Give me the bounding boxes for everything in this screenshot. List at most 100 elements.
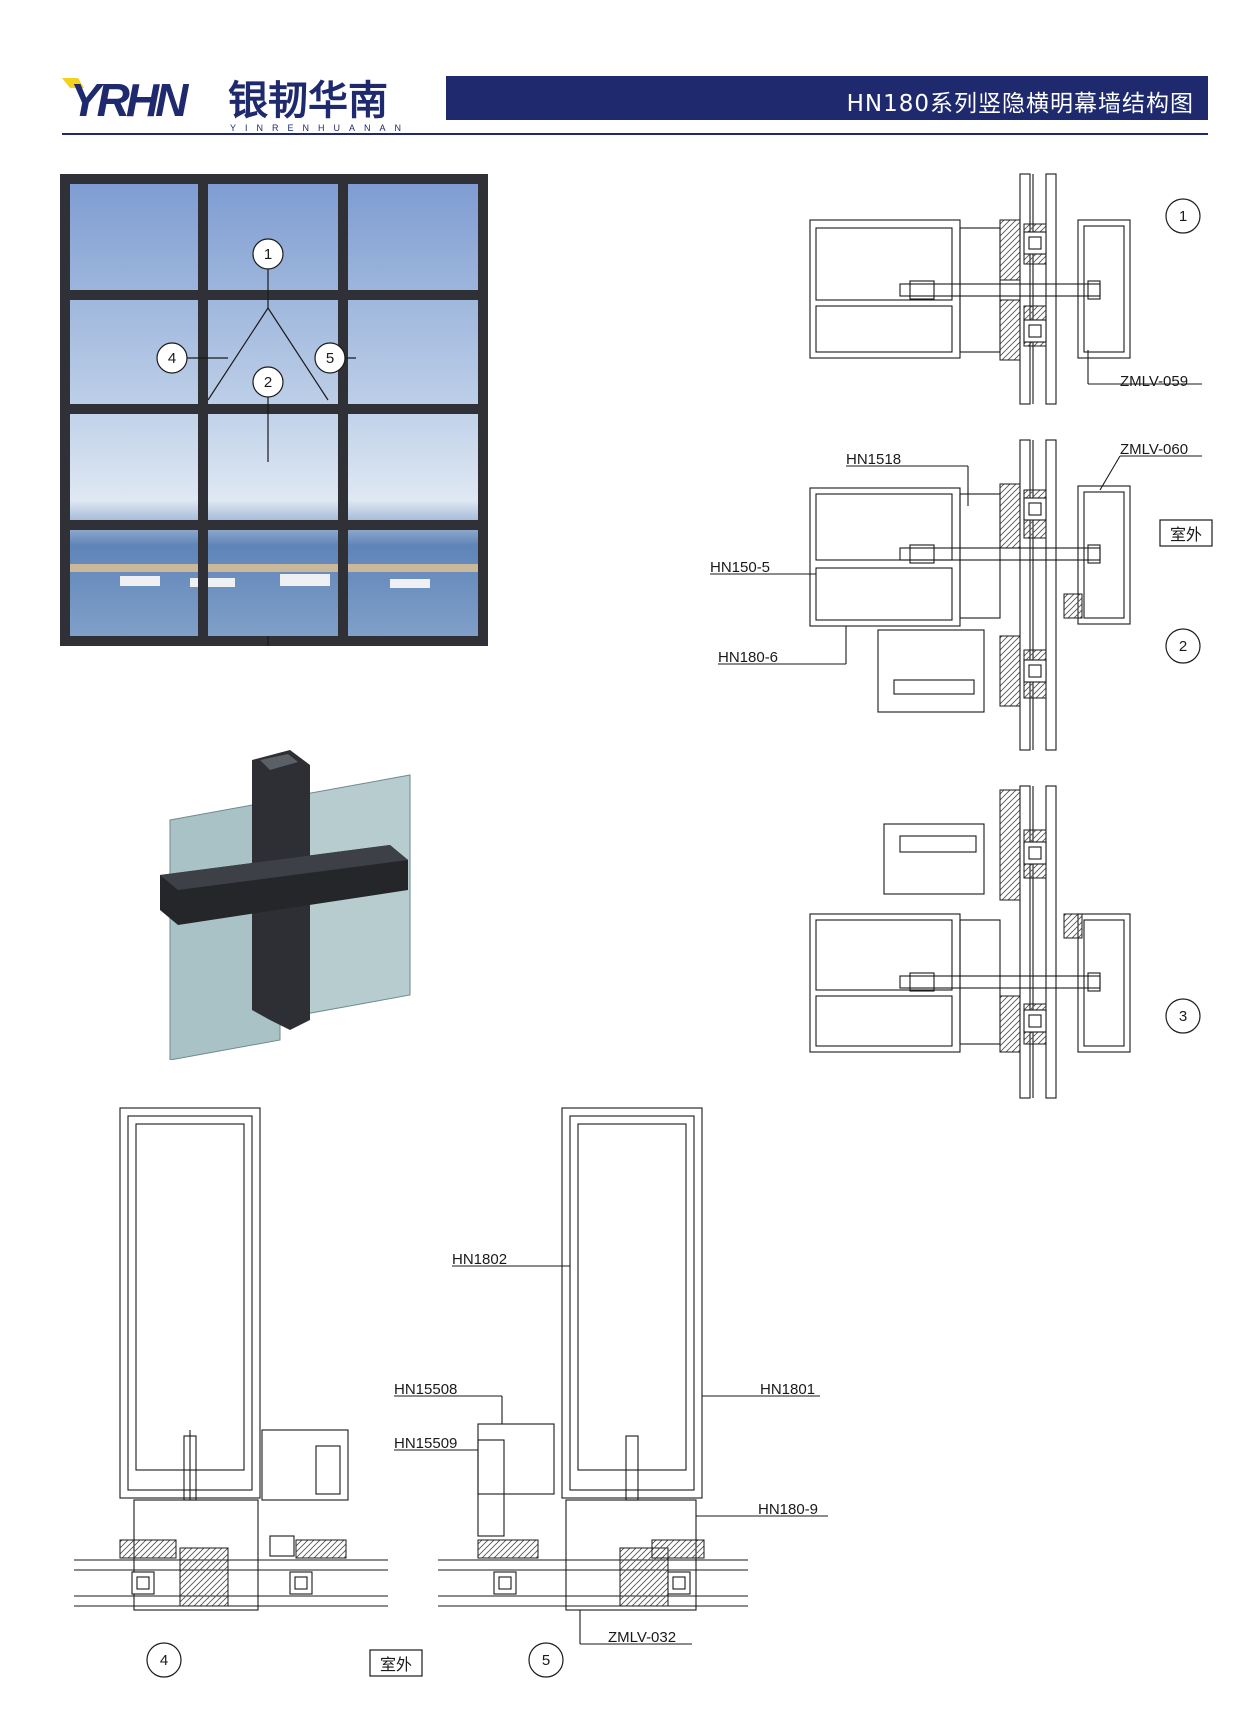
elev-marker-5-circle [314,342,346,374]
detail-5: HN1802HN15508HN15509HN1801HN180-9ZMLV-03… [394,1107,828,1678]
d2-bolt-nut [909,544,935,564]
brand-logo: YRHN 银韧华南 YINRENHUANAN [62,74,410,133]
d1-pressure-bracket [959,227,1001,353]
elev-marker-4-number: 4 [168,350,176,367]
d3-marker-number: 3 [1179,1008,1187,1025]
d1-bottom-spacer [1023,319,1047,343]
d3-glass-outer [1019,785,1031,1099]
d2-glass-outer [1019,439,1031,751]
d3-mullion-cavity-bottom [815,995,953,1047]
d2-insulation-bottom [999,635,1021,707]
d2-insulation-top [999,483,1021,549]
d1-insulation-bottom [999,299,1021,361]
d1-glass-outer [1019,173,1031,405]
d1-bolt-head [1087,280,1101,300]
d1-insulation-top [999,219,1021,281]
logo-mark: YRHN [70,74,189,126]
d2-transom-slot [893,679,975,695]
mullions [70,184,478,636]
elev-marker-5-number: 5 [326,350,334,367]
d5-label-hn180-9: HN180-9 [758,1501,818,1518]
d4-right-spacer [289,1571,313,1595]
d4-marker-circle [146,1642,182,1678]
d4-left-spacer-core [136,1576,150,1590]
logo-cn: 银韧华南 [228,78,388,124]
d5-gasket-center [619,1547,669,1607]
d1-glass-inner [1045,173,1057,405]
d1-mullion-box [809,219,961,359]
d3-bolt-nut [909,972,935,992]
elev-marker-2-number: 2 [264,374,272,391]
d2-cover-cap-inner [1083,491,1125,619]
d3-mullion-box [809,913,961,1053]
d4-mullion-cavity [135,1123,245,1471]
d3-cover-cap [1077,913,1131,1053]
d4-transom-slot [315,1445,341,1495]
d2-label-hn180-6: HN180-6 [718,649,778,666]
detail-3: 3 [809,785,1201,1099]
d5-label-zmlv032: ZMLV-032 [608,1629,676,1646]
d2-label-zmlv060: ZMLV-060 [1120,441,1188,458]
d3-insulation-bottom [999,995,1021,1053]
d3-transom-profile [883,823,985,895]
elev-marker-1-number: 1 [264,246,272,263]
d3-transom-slot [899,835,977,853]
d1-cover-cap [1077,219,1131,359]
d5-label-hn1801: HN1801 [760,1381,815,1398]
d2-outdoor-box-text: 室外 [1170,526,1202,544]
d2-mullion-box [809,487,961,627]
isometric-view [160,750,411,1060]
d5-left-spacer [493,1571,517,1595]
d4-outdoor-box-text: 室外 [380,1656,412,1674]
d5-seal-right [651,1539,705,1559]
d3-glass-inner [1045,785,1057,1099]
d2-marker-circle [1165,628,1201,664]
d5-label-hn15508: HN15508 [394,1381,457,1398]
d4-seal-right [295,1539,347,1559]
d2-bottom-spacer [1023,659,1047,683]
d4-gasket-center [179,1547,229,1607]
transom-top-face [160,845,408,890]
d2-leader-zmlv060 [1099,455,1121,491]
header-rule [62,133,1208,135]
d4-outdoor-box-frame [369,1649,423,1677]
d1-top-spacer-core [1028,236,1042,250]
d5-seal-left [477,1539,539,1559]
d3-mullion-cavity-top [815,919,953,991]
d5-transom-profile [477,1423,555,1495]
boats [120,574,430,588]
d5-left-spacer-core [498,1576,512,1590]
logo-pinyin: YINRENHUANAN [230,123,410,133]
d2-mullion-cavity-bottom [815,567,953,621]
d4-seal-left [119,1539,177,1559]
d2-label-hn1518: HN1518 [846,451,901,468]
d3-bolt-head [1087,972,1101,992]
d4-left-spacer [131,1571,155,1595]
d4-screw-body [183,1435,197,1501]
elevation-view: 12345 [60,174,488,646]
d1-cover-cap-inner [1083,225,1125,353]
d2-pressure-bracket [959,493,1001,619]
d2-label-hn150-5: HN150-5 [710,559,770,576]
d2-marker-number: 2 [1179,638,1187,655]
d2-glass-inner [1045,439,1057,751]
d1-marker-number: 1 [1179,208,1187,225]
elev-marker-4-circle [156,342,188,374]
d1-marker-circle [1165,198,1201,234]
d2-top-spacer-core [1028,502,1042,516]
elev-marker-2-circle [252,366,284,398]
d4-transom-profile [261,1429,349,1501]
d2-bolt-head [1087,544,1101,564]
d2-bottom-spacer-core [1028,664,1042,678]
d5-mullion-wall [569,1115,695,1491]
d3-bottom-spacer-core [1028,1014,1042,1028]
d2-cover-cap [1077,485,1131,625]
page-title: HN180系列竖隐横明幕墙结构图 [846,91,1194,117]
d1-bolt-nut [909,280,935,300]
d5-label-hn15509: HN15509 [394,1435,457,1452]
d3-cover-cap-inner [1083,919,1125,1047]
d2-transom-profile [877,629,985,713]
